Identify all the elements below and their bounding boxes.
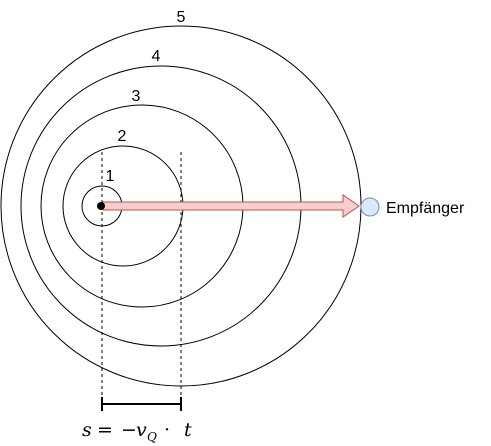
formula-t: t <box>184 419 192 441</box>
formula-equals: = <box>97 419 113 441</box>
formula-minus: − <box>121 419 137 441</box>
wavefront-label-3: 3 <box>132 88 141 105</box>
formula-s: s <box>82 419 92 441</box>
distance-bracket <box>101 397 182 411</box>
formula-dot: · <box>164 419 170 441</box>
wavefront-label-2: 2 <box>118 128 127 145</box>
formula-v: v <box>136 419 147 441</box>
formula-subscript-q: Q <box>147 430 157 444</box>
wavefront-label-4: 4 <box>152 48 161 65</box>
receiver-label: Empfänger <box>386 200 465 217</box>
receiver-circle <box>360 197 380 217</box>
sound-source-dot <box>97 202 105 210</box>
distance-formula: s = − v Q · t <box>82 419 192 444</box>
wavefront-label-5: 5 <box>177 9 186 26</box>
propagation-arrow <box>102 194 360 218</box>
wavefront-label-1: 1 <box>106 168 115 185</box>
